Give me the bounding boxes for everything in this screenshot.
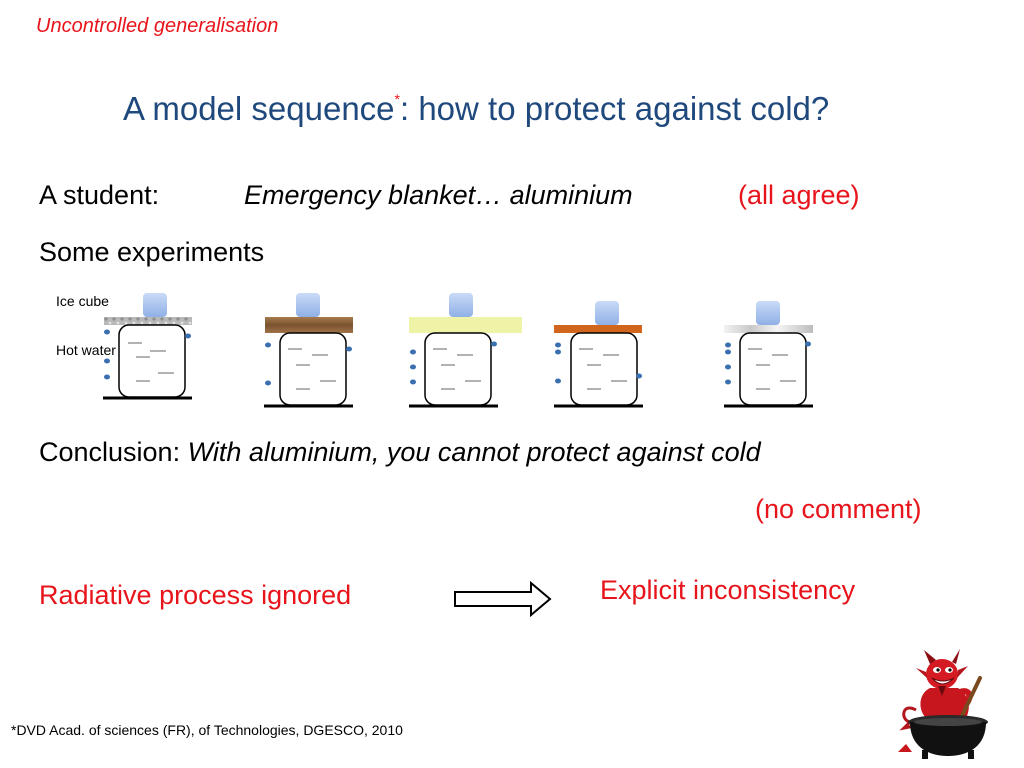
student-reaction: (all agree) bbox=[738, 180, 860, 210]
glass bbox=[739, 332, 807, 406]
water-ripples bbox=[433, 348, 481, 390]
title-rest: : how to protect against cold? bbox=[399, 90, 830, 127]
glass bbox=[279, 332, 347, 406]
heat-droplets bbox=[725, 341, 811, 385]
conclusion: Conclusion: With aluminium, you cannot p… bbox=[39, 437, 761, 468]
experiments-diagram bbox=[103, 293, 813, 408]
experiment-5 bbox=[724, 301, 813, 408]
title-main: A model sequence bbox=[123, 90, 395, 127]
water-ripples bbox=[128, 342, 174, 382]
experiments-label: Some experiments bbox=[39, 237, 265, 267]
ice-cube bbox=[756, 301, 780, 325]
radiative-note: Radiative process ignored bbox=[39, 580, 352, 610]
cover-foil-silver bbox=[724, 325, 813, 333]
hot-water-label: Hot water bbox=[56, 342, 116, 358]
inconsistency-note: Explicit inconsistency bbox=[600, 575, 856, 605]
ice-cube bbox=[595, 301, 619, 325]
cover-wood bbox=[265, 317, 353, 333]
student-quote: Emergency blanket… aluminium bbox=[244, 180, 633, 210]
student-label: A student: bbox=[39, 180, 160, 210]
water-ripples bbox=[288, 348, 336, 390]
slide-header: Uncontrolled generalisation bbox=[36, 15, 279, 37]
devil-cauldron-icon bbox=[898, 649, 988, 759]
footnote: *DVD Acad. of sciences (FR), of Technolo… bbox=[11, 722, 403, 738]
experiment-1 bbox=[103, 293, 192, 400]
cover-copper bbox=[554, 325, 642, 333]
glass bbox=[118, 324, 186, 398]
ice-cube-label: Ice cube bbox=[56, 293, 109, 309]
glass bbox=[424, 332, 492, 406]
slide-title: A model sequence*: how to protect agains… bbox=[123, 90, 829, 128]
glass bbox=[570, 332, 638, 406]
no-comment: (no comment) bbox=[755, 494, 922, 524]
heat-droplets bbox=[104, 329, 191, 380]
experiment-2 bbox=[264, 293, 353, 408]
right-arrow-icon bbox=[454, 581, 552, 617]
experiment-3 bbox=[409, 293, 522, 408]
ice-cube bbox=[296, 293, 320, 317]
ice-cube bbox=[143, 293, 167, 317]
conclusion-label: Conclusion: bbox=[39, 437, 181, 467]
heat-droplets bbox=[555, 342, 642, 384]
heat-droplets bbox=[265, 342, 352, 386]
experiment-4 bbox=[554, 301, 643, 408]
cover-foil-gray bbox=[104, 317, 192, 325]
ice-cube bbox=[449, 293, 473, 317]
water-ripples bbox=[579, 348, 627, 390]
title-star: * bbox=[394, 91, 400, 107]
water-ripples bbox=[748, 348, 796, 390]
heat-droplets bbox=[410, 341, 497, 385]
cover-pale-yellow bbox=[409, 317, 522, 333]
conclusion-text: With aluminium, you cannot protect again… bbox=[187, 437, 761, 467]
